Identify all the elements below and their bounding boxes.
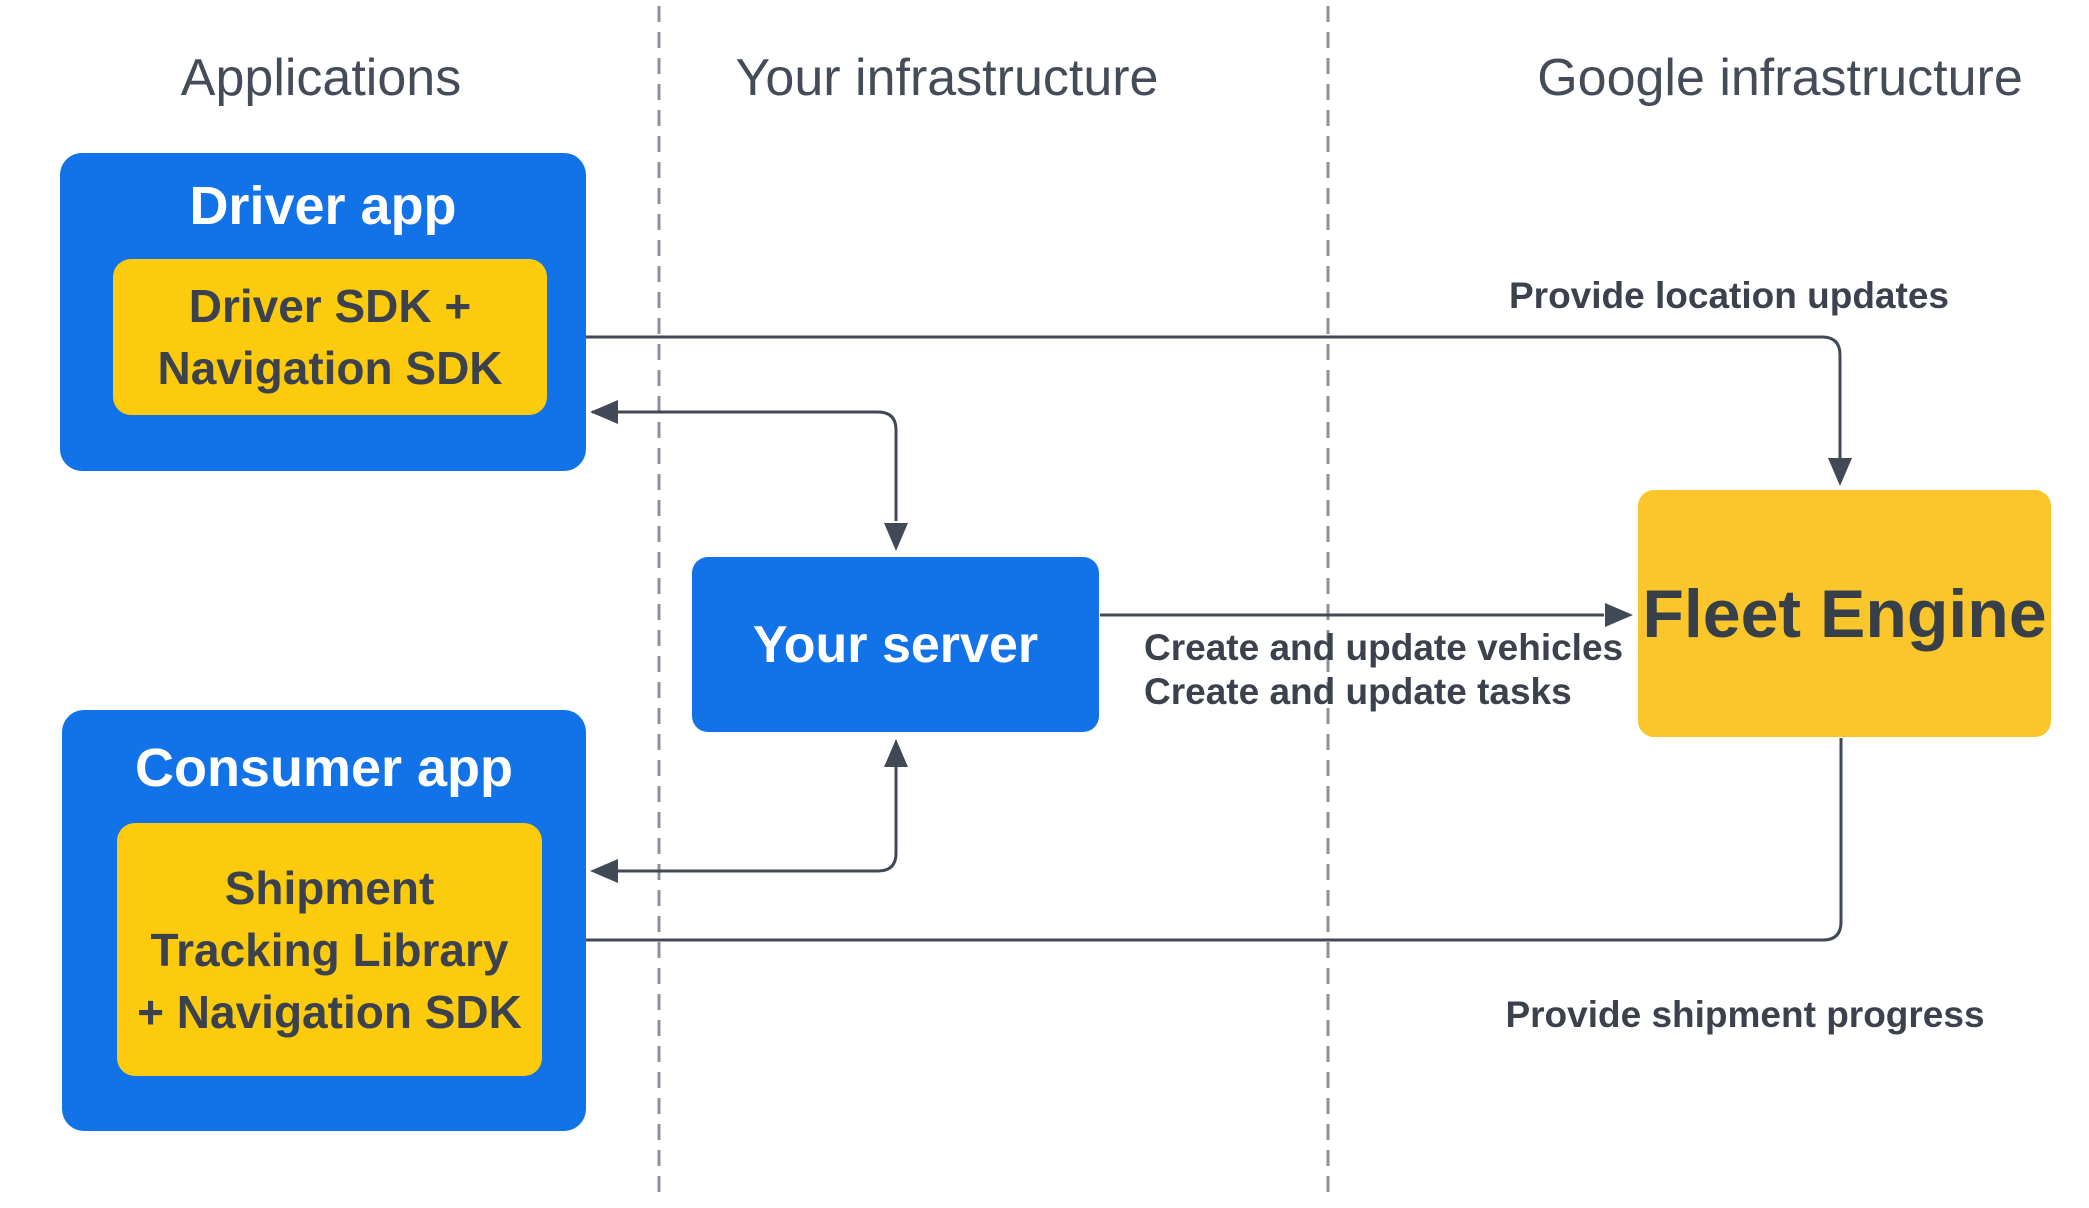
shipment-tracking-label-line2: Tracking Library bbox=[150, 923, 509, 976]
edge-driver-server-path bbox=[592, 410, 898, 521]
edge-server-fleet-arrowhead-right bbox=[1605, 603, 1633, 627]
shipment-tracking-label-line1: Shipment bbox=[224, 861, 435, 914]
driver-sdk-label: Driver SDK + Navigation SDK bbox=[113, 259, 547, 415]
column-header-google-infrastructure: Google infrastructure bbox=[1537, 49, 2023, 107]
node-consumer-app: Consumer app Shipment Tracking Library +… bbox=[62, 710, 586, 1131]
driver-sdk-label-line1: Driver SDK + bbox=[188, 280, 472, 332]
node-driver-app: Driver app Driver SDK + Navigation SDK bbox=[60, 153, 586, 471]
your-server-title: Your server bbox=[752, 615, 1039, 674]
node-fleet-engine: Fleet Engine bbox=[1638, 490, 2051, 737]
edge-label-create-update: Create and update vehicles Create and up… bbox=[1144, 626, 1623, 714]
driver-sdk-label-line2: Navigation SDK bbox=[157, 342, 503, 394]
node-shipment-tracking-library: Shipment Tracking Library + Navigation S… bbox=[117, 823, 542, 1076]
edge-consumer-server-arrowhead-up bbox=[884, 739, 908, 767]
edge-location-updates-arrowhead-down bbox=[1828, 458, 1852, 486]
edge-consumer-server-arrowhead-left bbox=[590, 859, 618, 883]
edge-driver-server-arrowhead-left bbox=[590, 400, 618, 424]
column-header-applications: Applications bbox=[180, 49, 462, 107]
edge-label-create-update-tasks: Create and update tasks bbox=[1144, 671, 1572, 712]
edge-location-updates-path bbox=[556, 335, 1842, 458]
edge-shipment-progress-path bbox=[575, 738, 1843, 942]
node-driver-sdk: Driver SDK + Navigation SDK bbox=[113, 259, 547, 415]
driver-app-title: Driver app bbox=[189, 176, 457, 236]
edge-label-provide-location-updates: Provide location updates bbox=[1509, 275, 1949, 316]
node-your-server: Your server bbox=[692, 557, 1099, 732]
shipment-tracking-label: Shipment Tracking Library + Navigation S… bbox=[117, 823, 542, 1076]
edge-label-create-update-vehicles: Create and update vehicles bbox=[1144, 627, 1624, 668]
edge-label-provide-shipment-progress: Provide shipment progress bbox=[1505, 994, 1985, 1035]
column-header-your-infrastructure: Your infrastructure bbox=[735, 49, 1159, 107]
edge-driver-server-arrowhead-down bbox=[884, 523, 908, 551]
consumer-app-title: Consumer app bbox=[134, 738, 514, 798]
shipment-tracking-label-line3: + Navigation SDK bbox=[137, 985, 522, 1038]
edge-consumer-server-path bbox=[618, 765, 898, 873]
fleet-engine-title: Fleet Engine bbox=[1642, 575, 2047, 652]
